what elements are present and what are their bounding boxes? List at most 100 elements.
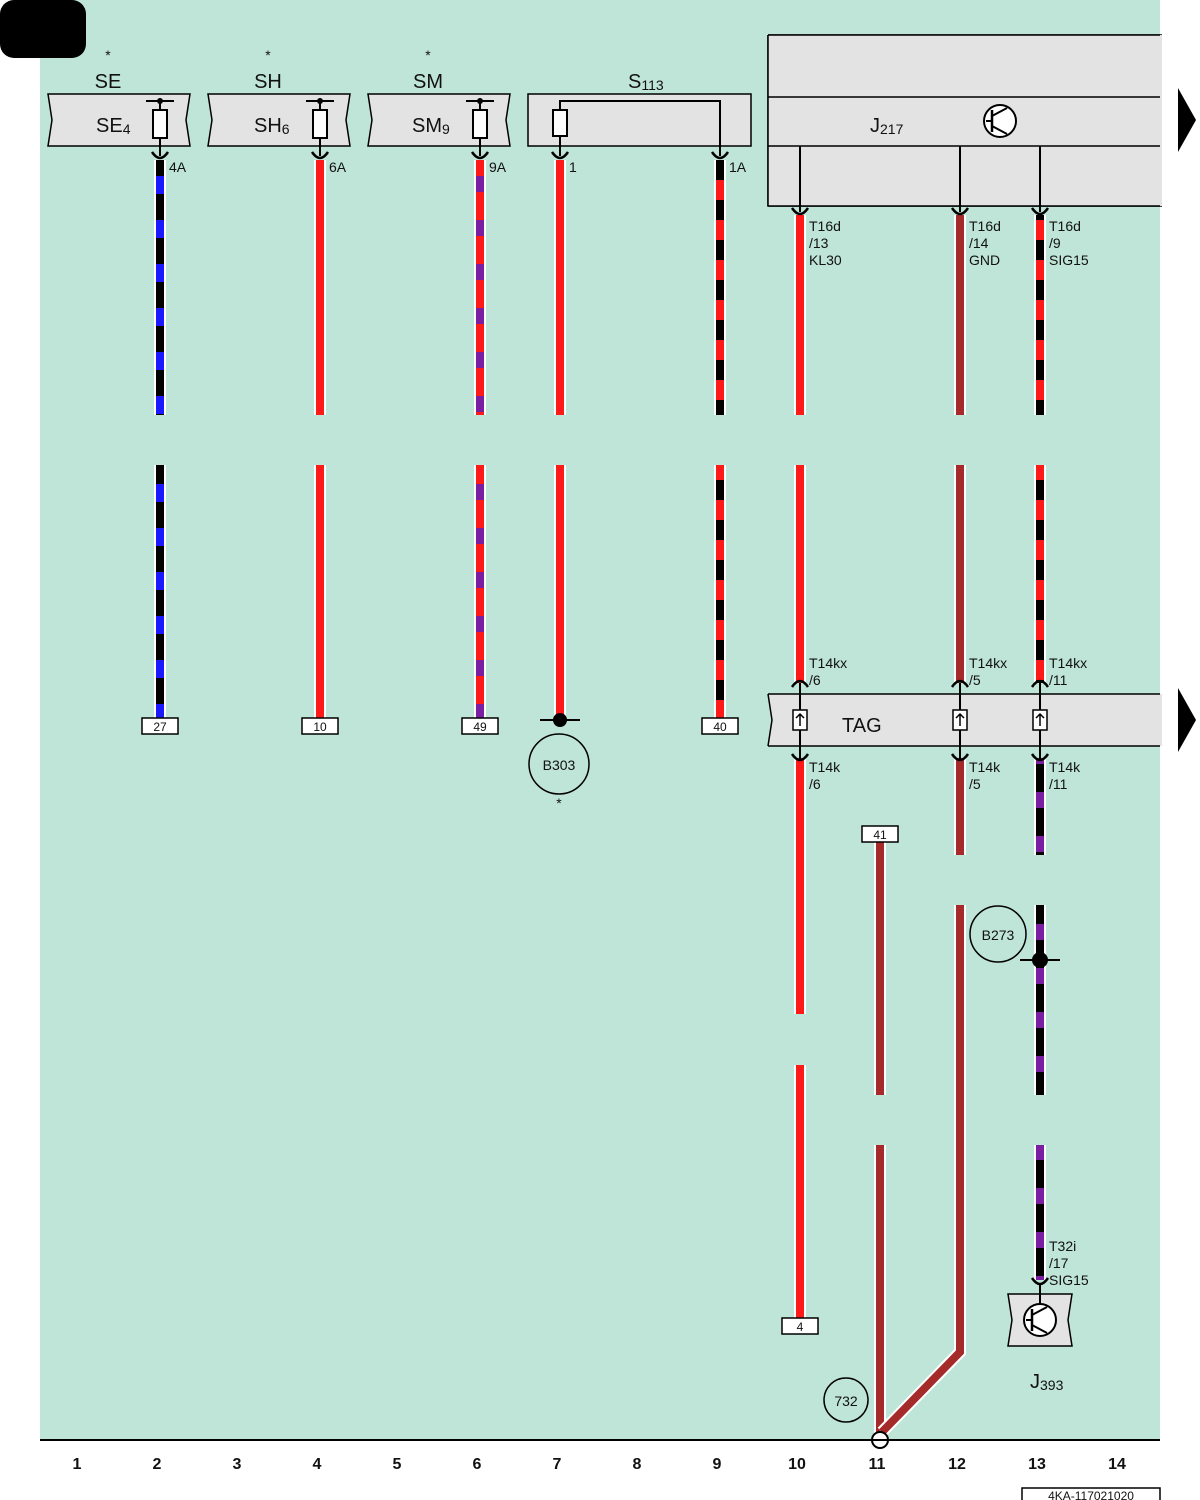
svg-text:41: 41 — [873, 828, 887, 842]
fuse-s113: S113 1 1A — [527, 71, 752, 175]
transistor-icon — [983, 104, 1017, 138]
svg-text:B303: B303 — [543, 757, 576, 773]
pin-icon — [550, 151, 570, 160]
pin-label: /14 — [969, 235, 989, 251]
svg-text:1: 1 — [73, 1456, 82, 1473]
svg-text:14: 14 — [1108, 1456, 1126, 1473]
pin-label: 1 — [569, 159, 577, 175]
connector-box-27: 27 — [141, 717, 179, 735]
connector-box-10: 10 — [301, 717, 339, 735]
svg-text:5: 5 — [393, 1456, 402, 1473]
fuse-icon — [306, 98, 334, 156]
fuse-label: SM9 — [412, 115, 450, 137]
fuse-label: SH6 — [254, 115, 290, 137]
svg-text:10: 10 — [788, 1456, 806, 1473]
pin-label: SIG15 — [1049, 252, 1089, 268]
pin-icon — [470, 151, 490, 160]
pin-label: T32i — [1049, 1238, 1076, 1254]
pin-label: T14kx — [969, 655, 1007, 671]
pin-label: /9 — [1049, 235, 1061, 251]
svg-text:2: 2 — [153, 1456, 162, 1473]
wire-col13 — [1034, 215, 1046, 1280]
pin-label: 1A — [729, 159, 747, 175]
pin-label: KL30 — [809, 252, 842, 268]
wire-col2 — [154, 160, 166, 718]
wire-col10 — [794, 215, 806, 1319]
contact-icon — [952, 709, 968, 731]
svg-text:49: 49 — [473, 720, 487, 734]
connector-box-4: 4 — [781, 1317, 819, 1335]
svg-text:4: 4 — [313, 1456, 322, 1473]
fuse-holder-label: SM — [413, 71, 443, 93]
svg-text:40: 40 — [713, 720, 727, 734]
pin-icon — [710, 151, 730, 160]
pin-icon — [950, 753, 970, 762]
svg-text:6: 6 — [473, 1456, 482, 1473]
connector-box-49: 49 — [461, 717, 499, 735]
svg-text:27: 27 — [153, 720, 167, 734]
junction-b303: B303 * — [528, 713, 590, 811]
star-mark: * — [425, 47, 431, 63]
wire-col9 — [714, 160, 726, 718]
fuse-icon — [146, 98, 174, 156]
pin-label: SIG15 — [1049, 1272, 1089, 1288]
contact-icon — [1032, 709, 1048, 731]
pin-icon — [1030, 753, 1050, 762]
control-unit-j217: J217 T16d /13 KL30 T16d /14 GND T16d /9 … — [767, 34, 1162, 268]
pin-label: T16d — [969, 218, 1001, 234]
pin-label: /5 — [969, 776, 981, 792]
pin-label: T14k — [969, 759, 1001, 775]
transistor-icon — [1023, 1303, 1057, 1337]
j393-label: J393 — [1030, 1371, 1064, 1393]
pin-label: GND — [969, 252, 1000, 268]
j217-label: J217 — [870, 115, 904, 137]
pin-icon — [1030, 207, 1050, 216]
svg-text:4: 4 — [797, 1320, 804, 1334]
svg-text:B273: B273 — [982, 927, 1015, 943]
pin-icon — [150, 151, 170, 160]
pin-label: 4A — [169, 159, 187, 175]
continuation-arrow-icon — [1178, 88, 1196, 152]
wire-col7 — [554, 160, 566, 718]
pin-icon — [1030, 679, 1050, 688]
wire-col11 — [874, 842, 886, 1435]
svg-text:732: 732 — [834, 1393, 858, 1409]
svg-text:13: 13 — [1028, 1456, 1046, 1473]
page-tab — [0, 0, 86, 58]
column-numbers: 1 2 3 4 5 6 7 8 9 10 11 12 13 14 — [73, 1456, 1126, 1473]
fuse-holder-label: SE — [95, 71, 122, 93]
pin-label: /13 — [809, 235, 829, 251]
pin-label: /11 — [1049, 672, 1068, 688]
pin-label: /6 — [809, 776, 821, 792]
pin-icon — [950, 679, 970, 688]
fuse-icon — [466, 98, 494, 156]
connector-box-41: 41 — [861, 825, 899, 843]
fuse-icon — [552, 109, 568, 137]
connector-box-40: 40 — [701, 717, 739, 735]
connector-block-tag: TAG T14kx /6 T14kx /5 T14kx /11 T14k /6 … — [767, 655, 1162, 792]
pin-label: T16d — [809, 218, 841, 234]
pin-label: /5 — [969, 672, 981, 688]
pin-icon — [310, 151, 330, 160]
pin-label: T14k — [1049, 759, 1081, 775]
pin-icon — [790, 753, 810, 762]
fuse-holder-se: * SE SE4 4A — [47, 47, 191, 175]
wire-col6 — [474, 160, 486, 718]
pin-icon — [790, 679, 810, 688]
pin-label: /11 — [1049, 776, 1068, 792]
svg-text:7: 7 — [553, 1456, 562, 1473]
junction-b273: B273 — [969, 905, 1060, 968]
pin-label: /6 — [809, 672, 821, 688]
continuation-arrow-icon — [1178, 688, 1196, 752]
tag-label: TAG — [842, 715, 882, 737]
pin-label: T14kx — [1049, 655, 1087, 671]
ground-point-732: 732 — [823, 1377, 889, 1449]
svg-text:12: 12 — [948, 1456, 966, 1473]
fuse-holder-sh: * SH SH6 6A — [207, 47, 351, 175]
star-mark: * — [105, 47, 111, 63]
fuse-holder-sm: * SM SM9 9A — [367, 47, 511, 175]
contact-icon — [792, 709, 808, 731]
wire-col4 — [314, 160, 326, 718]
s113-label: S113 — [628, 71, 664, 93]
